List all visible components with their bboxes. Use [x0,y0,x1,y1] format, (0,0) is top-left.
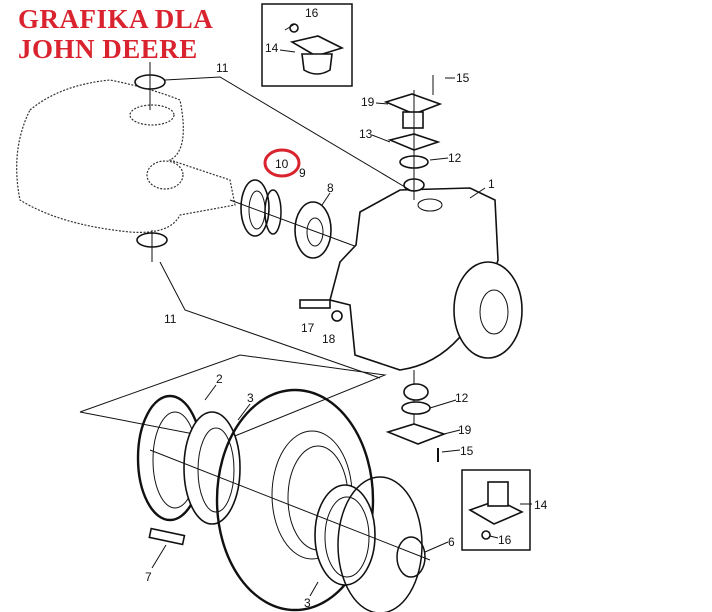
callout-13: 13 [359,127,373,141]
callout-18: 18 [322,332,336,346]
callout-14: 14 [265,41,279,55]
leader-lines [151,23,532,597]
highlight-circle [263,148,301,178]
callout-8: 8 [327,181,334,195]
callout-6: 6 [448,535,455,549]
callout-3b: 3 [304,596,311,610]
callout-10: 10 [275,157,289,171]
wheel-hub-assembly [79,354,431,612]
callout-2: 2 [216,372,223,386]
watermark-title-line1: GRAFIKA DLA [18,4,214,34]
watermark-title-line2: JOHN DEERE [18,34,198,64]
callout-12: 12 [448,151,462,165]
callout-12b: 12 [455,391,469,405]
callout-15: 15 [456,71,470,85]
callout-7: 7 [145,570,152,584]
inset-box-bottom [461,469,531,551]
lower-pivot-parts [385,370,447,462]
seal-bearing-group [229,179,361,259]
callout-16: 16 [305,6,319,20]
callout-15b: 15 [460,444,474,458]
callout-17: 17 [301,321,315,335]
callout-14b: 14 [534,498,548,512]
callout-11b: 11 [164,312,177,326]
seal-rings-11 [134,62,168,262]
callout-19: 19 [361,95,375,109]
callout-1: 1 [488,177,495,191]
callout-labels: 16 14 11 15 19 13 12 10 9 8 1 11 17 18 2… [145,6,548,610]
axle-housing-outline [16,79,236,233]
steering-knuckle [329,178,523,371]
callout-3: 3 [247,391,254,405]
callout-19b: 19 [458,423,472,437]
upper-pivot-parts [383,75,443,200]
bolts [299,299,343,322]
callout-11: 11 [216,61,229,75]
callout-16b: 16 [498,533,512,547]
callout-9: 9 [299,166,306,180]
